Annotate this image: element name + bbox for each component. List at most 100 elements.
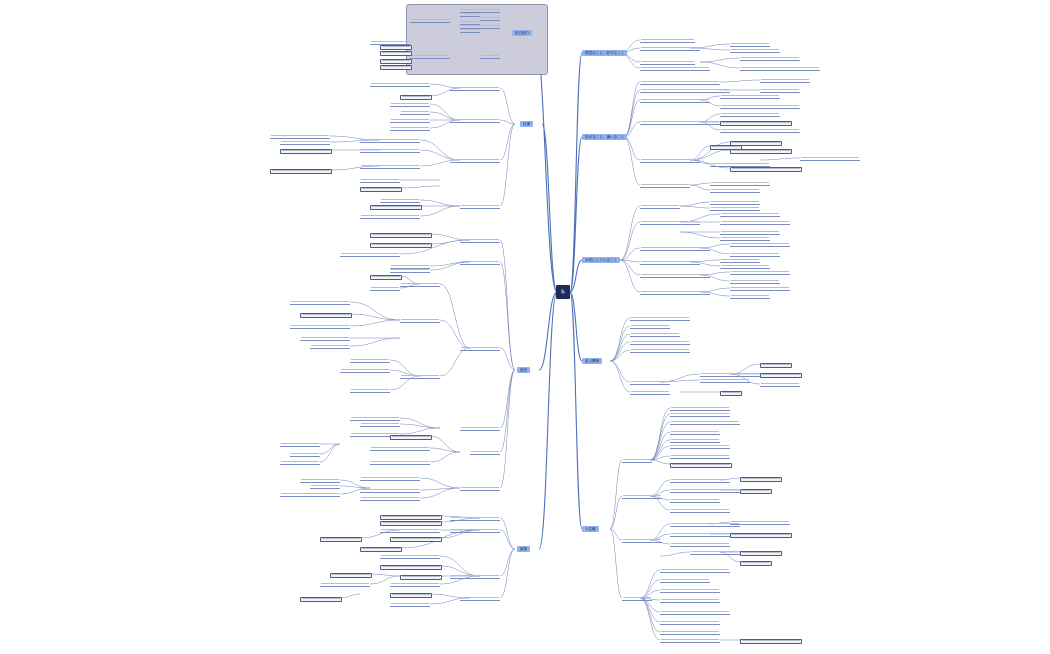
sub-topic-node[interactable]: [370, 41, 410, 45]
sub-topic-node[interactable]: [640, 39, 695, 43]
sub-topic-node[interactable]: [720, 95, 780, 99]
sub-topic-node[interactable]: [360, 546, 402, 552]
sub-topic-node[interactable]: [460, 25, 480, 29]
sub-topic-node[interactable]: [670, 523, 740, 527]
sub-topic-node[interactable]: [460, 29, 480, 33]
sub-topic-node[interactable]: [280, 443, 320, 447]
sub-topic-node[interactable]: [270, 168, 332, 174]
sub-topic-node[interactable]: [720, 237, 770, 241]
sub-topic-node[interactable]: [640, 81, 720, 85]
sub-topic-node[interactable]: [450, 119, 500, 123]
left-main-branch[interactable]: 自己紹介: [512, 30, 533, 36]
sub-topic-node[interactable]: [450, 159, 500, 163]
sub-topic-node[interactable]: [660, 569, 730, 573]
sub-topic-node[interactable]: [360, 139, 420, 143]
sub-topic-node[interactable]: [310, 345, 350, 349]
sub-topic-node[interactable]: [670, 479, 730, 483]
sub-topic-node[interactable]: [380, 50, 412, 56]
sub-topic-node[interactable]: [400, 94, 432, 100]
sub-topic-node[interactable]: [480, 55, 500, 59]
sub-topic-node[interactable]: [390, 603, 430, 607]
sub-topic-node[interactable]: [370, 447, 430, 451]
sub-topic-node[interactable]: [380, 64, 412, 70]
sub-topic-node[interactable]: [370, 232, 432, 238]
sub-topic-node[interactable]: [730, 280, 780, 284]
sub-topic-node[interactable]: [640, 99, 710, 103]
sub-topic-node[interactable]: [390, 265, 430, 269]
sub-topic-node[interactable]: [740, 550, 782, 556]
sub-topic-node[interactable]: [640, 184, 690, 188]
sub-topic-node[interactable]: [360, 423, 400, 427]
sub-topic-node[interactable]: [670, 445, 730, 449]
sub-topic-node[interactable]: [360, 215, 420, 219]
sub-topic-node[interactable]: [690, 551, 750, 555]
sub-topic-node[interactable]: [290, 301, 350, 305]
sub-topic-node[interactable]: [730, 148, 792, 154]
sub-topic-node[interactable]: [350, 359, 390, 363]
sub-topic-node[interactable]: [400, 375, 440, 379]
sub-topic-node[interactable]: [360, 477, 420, 481]
sub-topic-node[interactable]: [670, 462, 732, 468]
sub-topic-node[interactable]: [460, 21, 480, 25]
sub-topic-node[interactable]: [300, 337, 350, 341]
sub-topic-node[interactable]: [670, 439, 720, 443]
sub-topic-node[interactable]: [270, 135, 330, 139]
sub-topic-node[interactable]: [670, 431, 720, 435]
sub-topic-node[interactable]: [660, 599, 720, 603]
sub-topic-node[interactable]: [622, 495, 662, 499]
sub-topic-node[interactable]: [360, 165, 420, 169]
sub-topic-node[interactable]: [670, 407, 730, 411]
sub-topic-node[interactable]: [622, 597, 652, 601]
sub-topic-node[interactable]: [450, 87, 500, 91]
sub-topic-node[interactable]: [320, 536, 362, 542]
sub-topic-node[interactable]: [730, 532, 792, 538]
sub-topic-node[interactable]: [640, 159, 700, 163]
sub-topic-node[interactable]: [360, 149, 420, 153]
sub-topic-node[interactable]: [640, 291, 710, 295]
sub-topic-node[interactable]: [460, 9, 480, 13]
sub-topic-node[interactable]: [390, 269, 430, 273]
sub-topic-node[interactable]: [390, 536, 442, 542]
sub-topic-node[interactable]: [670, 489, 740, 493]
sub-topic-node[interactable]: [670, 413, 730, 417]
sub-topic-node[interactable]: [730, 271, 790, 275]
left-main-branch[interactable]: 仕事: [520, 121, 534, 127]
sub-topic-node[interactable]: [730, 166, 802, 172]
sub-topic-node[interactable]: [380, 529, 440, 533]
sub-topic-node[interactable]: [622, 539, 662, 543]
sub-topic-node[interactable]: [380, 564, 442, 570]
sub-topic-node[interactable]: [730, 49, 780, 53]
sub-topic-node[interactable]: [380, 199, 420, 203]
sub-topic-node[interactable]: [660, 631, 720, 635]
sub-topic-node[interactable]: [350, 417, 400, 421]
sub-topic-node[interactable]: [470, 451, 500, 455]
sub-topic-node[interactable]: [300, 596, 342, 602]
sub-topic-node[interactable]: [740, 488, 772, 494]
sub-topic-node[interactable]: [720, 113, 780, 117]
sub-topic-node[interactable]: [630, 333, 680, 337]
sub-topic-node[interactable]: [460, 487, 500, 491]
sub-topic-node[interactable]: [730, 287, 790, 291]
sub-topic-node[interactable]: [670, 543, 730, 547]
sub-topic-node[interactable]: [720, 105, 800, 109]
sub-topic-node[interactable]: [360, 179, 400, 183]
sub-topic-node[interactable]: [460, 347, 500, 351]
sub-topic-node[interactable]: [760, 383, 800, 387]
sub-topic-node[interactable]: [300, 312, 352, 318]
sub-topic-node[interactable]: [670, 499, 720, 503]
sub-topic-node[interactable]: [710, 144, 742, 150]
right-main-branch[interactable]: 苦手なこと、嫌いなこと: [582, 134, 628, 140]
sub-topic-node[interactable]: [280, 493, 340, 497]
sub-topic-node[interactable]: [630, 391, 670, 395]
sub-topic-node[interactable]: [410, 55, 450, 59]
sub-topic-node[interactable]: [390, 127, 430, 131]
sub-topic-node[interactable]: [730, 253, 780, 257]
sub-topic-node[interactable]: [370, 83, 430, 87]
sub-topic-node[interactable]: [460, 239, 500, 243]
sub-topic-node[interactable]: [800, 157, 860, 161]
sub-topic-node[interactable]: [280, 461, 320, 465]
sub-topic-node[interactable]: [760, 79, 810, 83]
sub-topic-node[interactable]: [450, 517, 500, 521]
sub-topic-node[interactable]: [400, 574, 442, 580]
sub-topic-node[interactable]: [660, 621, 720, 625]
